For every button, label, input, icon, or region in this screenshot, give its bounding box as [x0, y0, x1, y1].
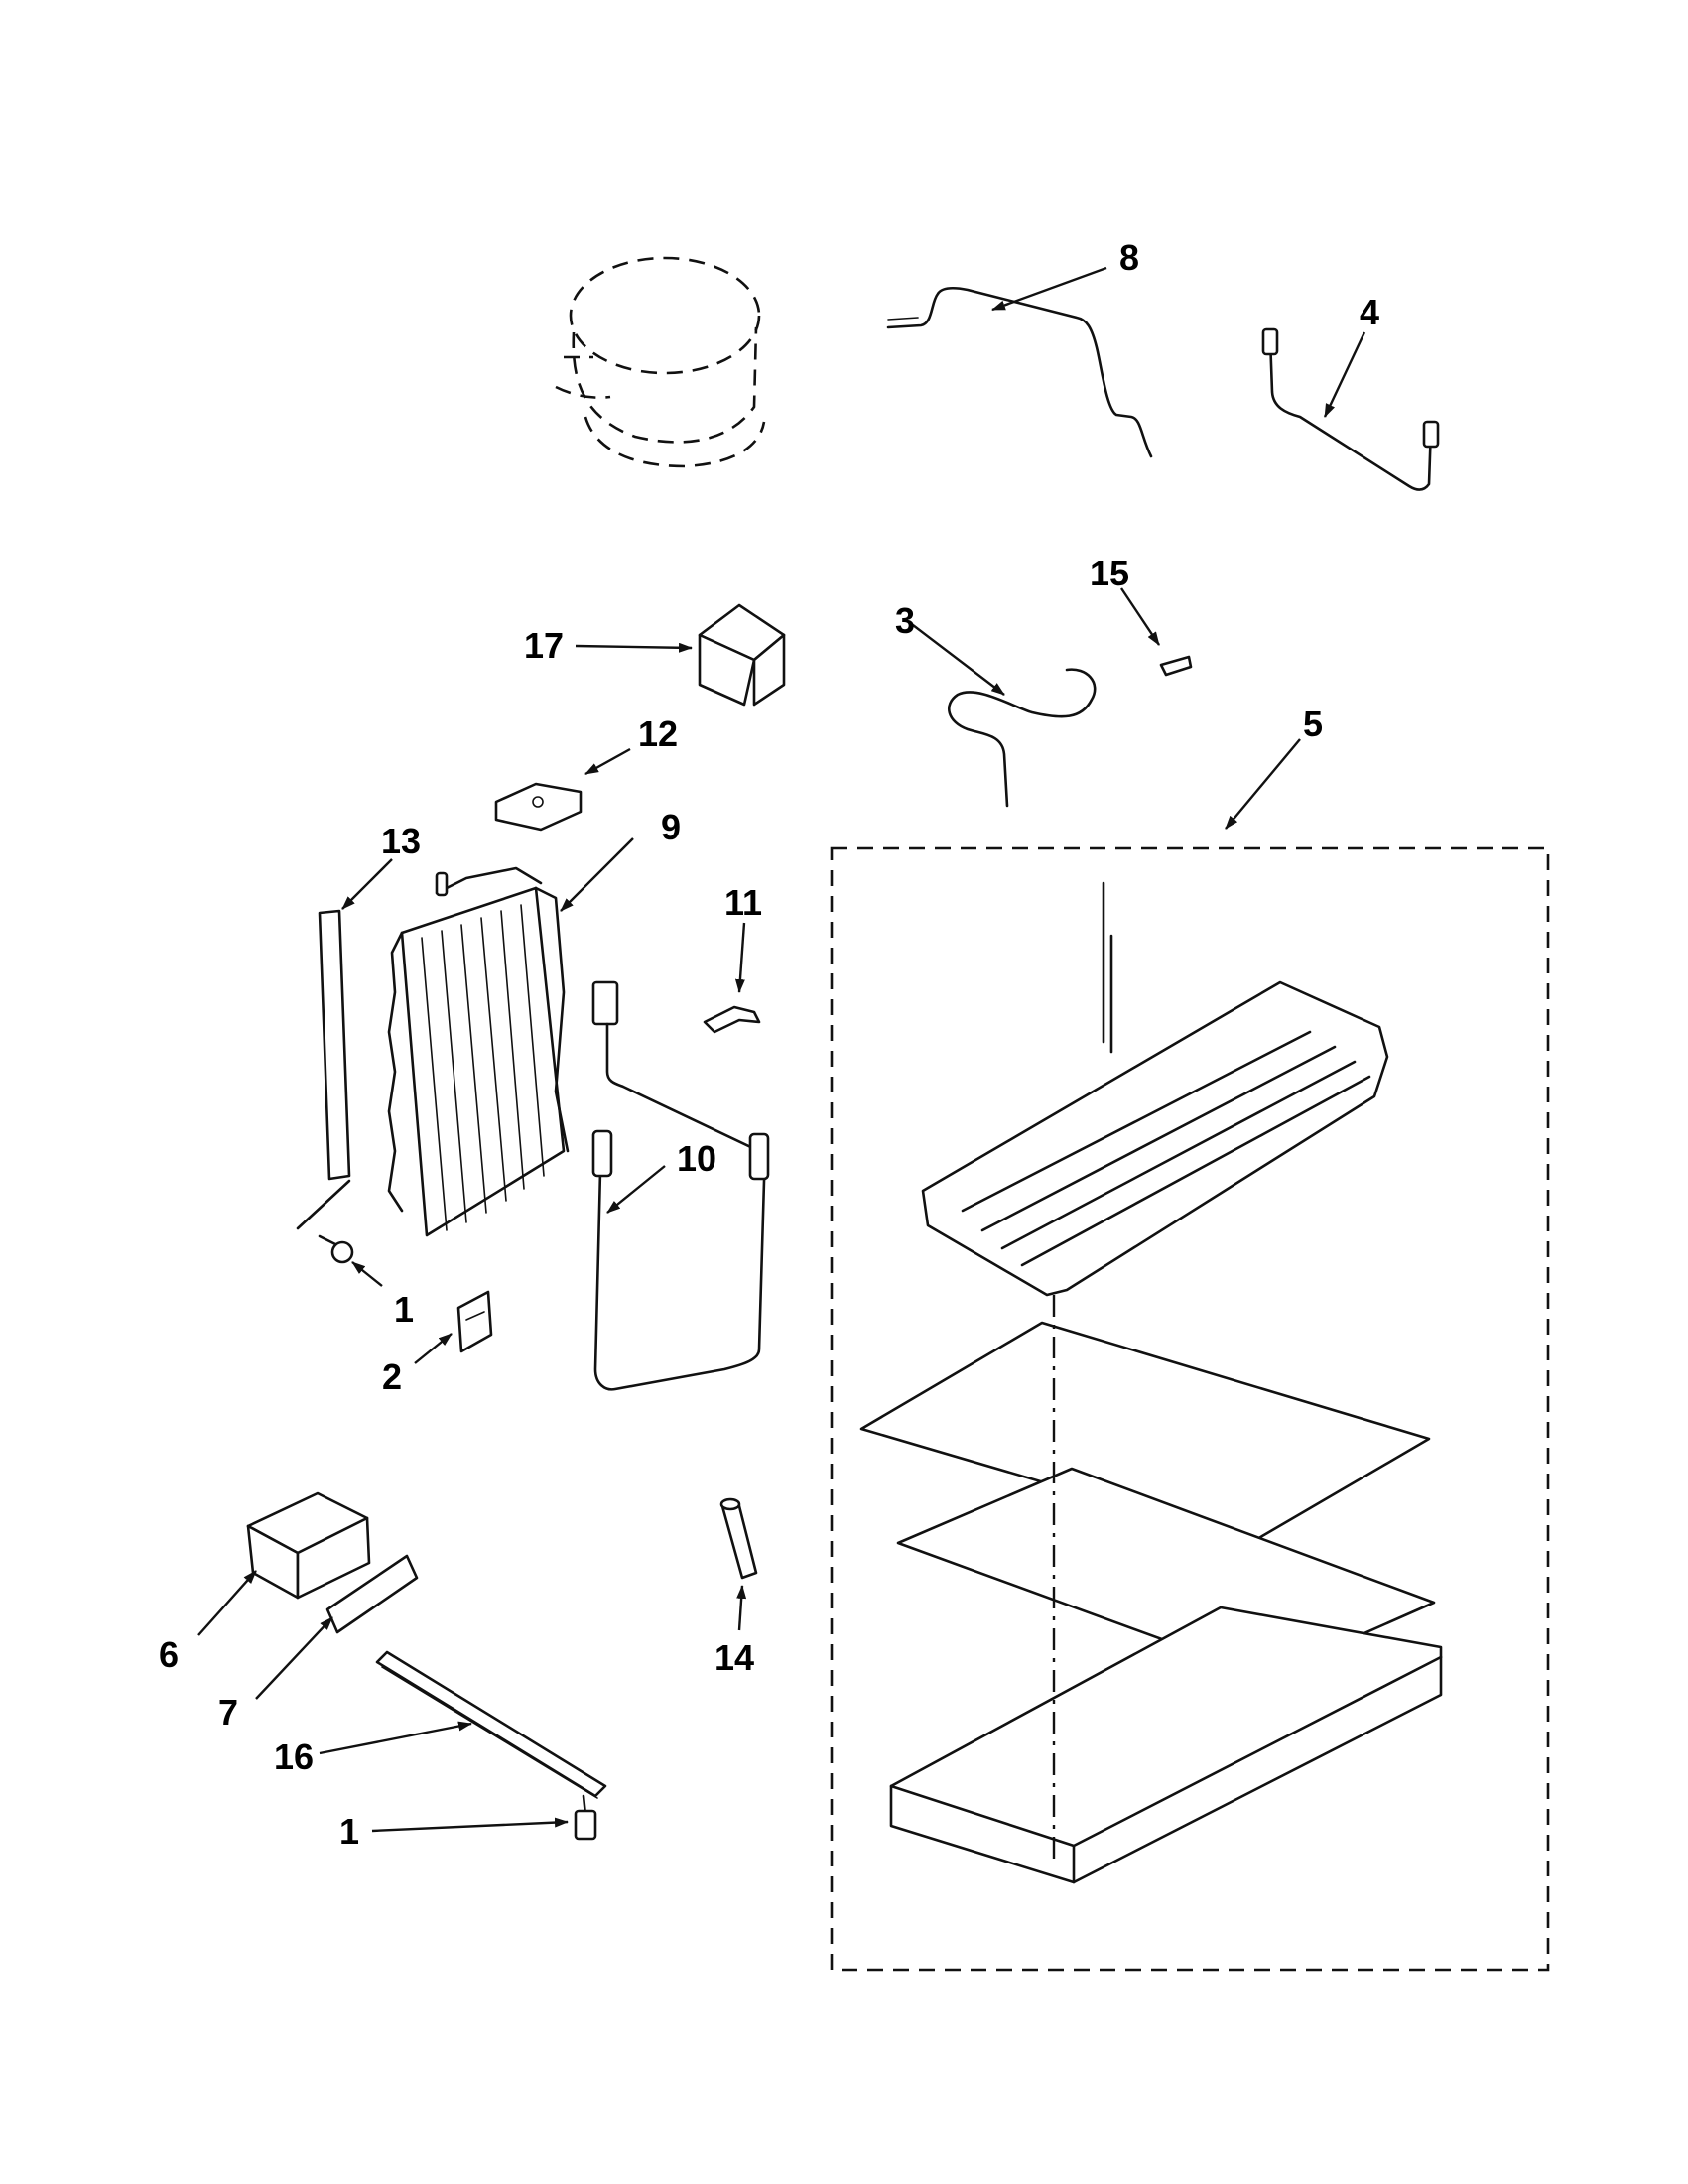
callout-17: 17	[524, 625, 564, 666]
compressor-outline	[555, 256, 766, 468]
callout-labels: 8 4 17 3 15 12 5 13 9 11 10 1 2 14 6 7 1…	[159, 237, 1379, 1852]
clip-part-11	[703, 1005, 761, 1034]
callout-10: 10	[677, 1138, 716, 1179]
callout-16: 16	[274, 1736, 314, 1777]
callout-8: 8	[1119, 237, 1139, 278]
callout-12: 12	[638, 713, 678, 754]
callout-11: 11	[724, 882, 762, 923]
callout-1: 1	[394, 1289, 414, 1330]
pad-part-12	[494, 782, 583, 832]
callout-15: 15	[1090, 553, 1129, 593]
bracket-part-2	[456, 1290, 493, 1353]
bracket-part-17	[698, 603, 786, 707]
callout-1-lower: 1	[339, 1811, 359, 1852]
screw-part-1-lower	[574, 1794, 597, 1841]
bracket-part-6	[246, 1491, 371, 1600]
callout-14: 14	[714, 1637, 754, 1678]
clip-part-15	[1159, 655, 1193, 677]
tube-part-4	[1261, 327, 1440, 491]
callout-7: 7	[218, 1692, 238, 1733]
callout-2: 2	[382, 1356, 402, 1397]
heater-part-10	[591, 980, 770, 1391]
cover-part-7	[325, 1554, 419, 1634]
callout-13: 13	[381, 821, 421, 861]
callout-4: 4	[1360, 292, 1379, 332]
callout-3: 3	[895, 600, 915, 641]
drain-pan-assembly-part-5	[830, 846, 1550, 1972]
tube-part-8	[886, 286, 1153, 458]
screw-part-1	[318, 1234, 354, 1264]
callout-6: 6	[159, 1634, 179, 1675]
callout-5: 5	[1303, 704, 1323, 744]
strip-part-13	[296, 909, 351, 1230]
leader-lines	[197, 266, 1366, 1833]
callout-9: 9	[661, 807, 681, 847]
tube-part-3	[948, 668, 1097, 808]
plug-part-14	[719, 1497, 758, 1580]
evaporator-part-9	[387, 866, 570, 1237]
channel-part-16	[375, 1650, 607, 1799]
